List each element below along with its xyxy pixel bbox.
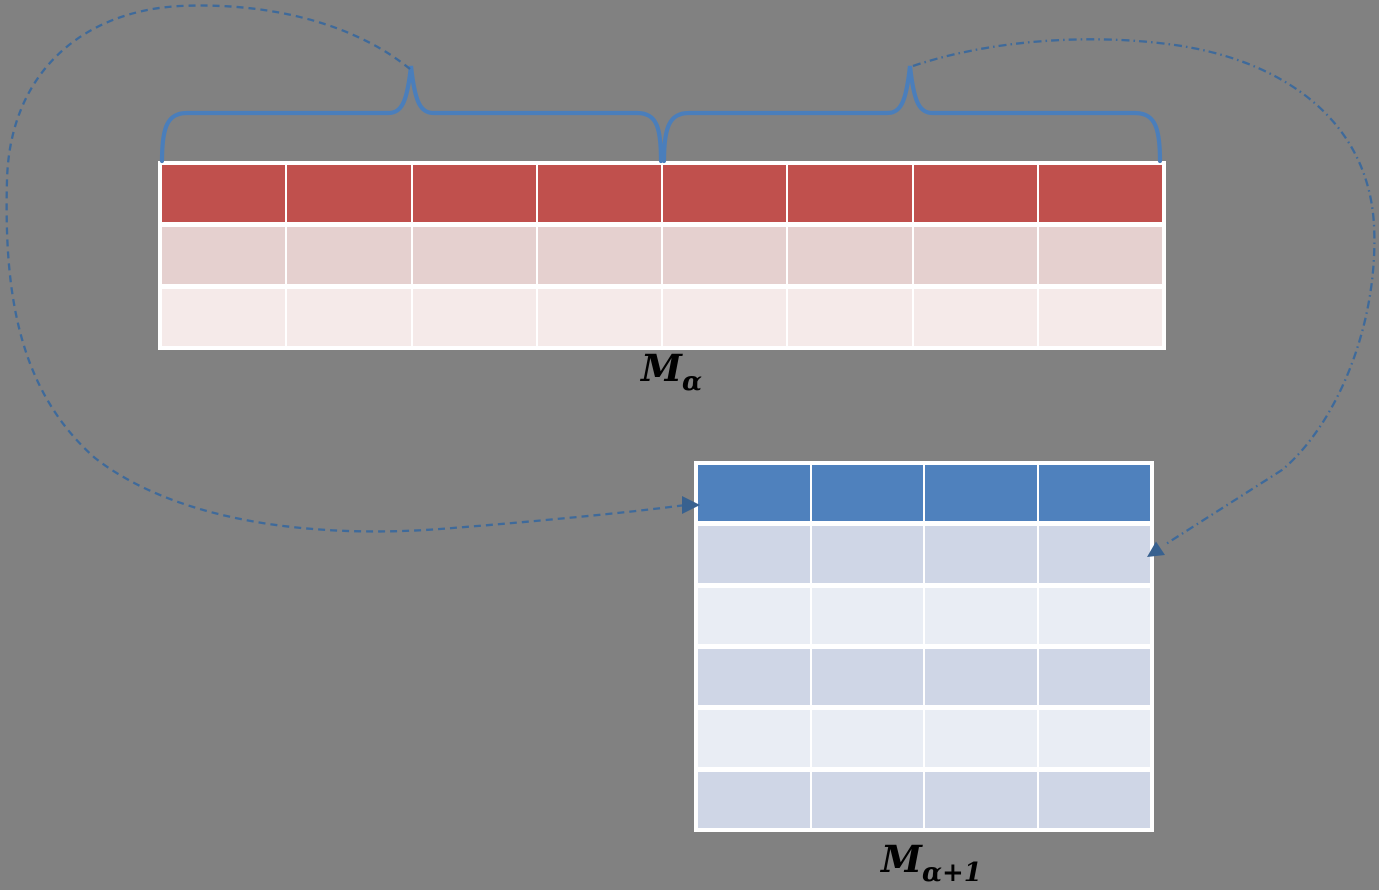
table-cell [663,227,787,284]
table-cell [537,165,661,222]
matrix-label-bottom-base: M [881,837,922,881]
table-cell [537,289,661,346]
table-cell [811,465,923,522]
table-cell [925,771,1037,828]
table-cell [412,289,536,346]
table-cell [913,227,1037,284]
table-cell [412,165,536,222]
table-cell [412,227,536,284]
table-cell [811,710,923,767]
table-cell [788,289,912,346]
table-cell [811,648,923,706]
table-cell [925,526,1037,583]
table-cell [811,587,923,644]
matrix-label-top-subscript: α [681,367,702,397]
table-cell [162,289,286,346]
table-cell [925,710,1037,767]
matrix-label-bottom-subscript: α+1 [921,858,982,888]
matrix-table-bottom [694,461,1154,832]
left-brace [159,65,664,164]
table-cell [1038,648,1150,706]
table-cell [925,648,1037,706]
table-cell [287,227,411,284]
right-brace [661,65,1163,164]
table-cell [1038,771,1150,828]
table-cell [788,165,912,222]
table-cell [698,710,810,767]
table-cell [698,587,810,644]
table-cell [913,289,1037,346]
table-cell [1038,289,1162,346]
table-cell [663,165,787,222]
table-cell [698,771,810,828]
table-cell [1038,165,1162,222]
table-cell [913,165,1037,222]
table-cell [162,227,286,284]
table-cell [1038,587,1150,644]
table-cell [1038,465,1150,522]
matrix-label-top-base: M [641,346,682,390]
table-cell [925,587,1037,644]
table-cell [1038,526,1150,583]
table-cell [698,465,810,522]
table-cell [1038,227,1162,284]
table-cell [287,165,411,222]
matrix-table-top [158,161,1166,350]
table-cell [811,771,923,828]
matrix-label-bottom: Mα+1 [881,841,982,887]
table-cell [1038,710,1150,767]
table-cell [537,227,661,284]
table-cell [698,648,810,706]
matrix-label-top: Mα [641,350,702,396]
table-cell [788,227,912,284]
table-cell [811,526,923,583]
table-cell [698,526,810,583]
table-cell [162,165,286,222]
table-cell [663,289,787,346]
table-cell [925,465,1037,522]
table-cell [287,289,411,346]
